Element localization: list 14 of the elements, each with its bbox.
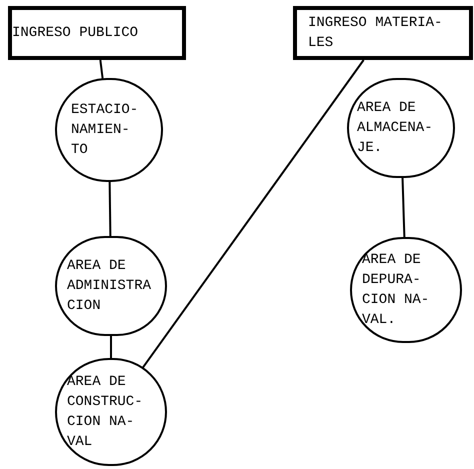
- connector-line: [110, 336, 112, 358]
- connector-line: [108, 182, 112, 236]
- node-label: ESTACIO- NAMIEN- TO: [71, 101, 140, 160]
- connector-line: [142, 59, 364, 368]
- entrance-box: [8, 6, 186, 60]
- connector-line: [99, 60, 104, 78]
- node-label: INGRESO MATERIA- LES: [308, 14, 444, 53]
- node-label: AREA DE CONSTRUC- CION NA- VAL: [67, 373, 144, 452]
- node-label: AREA DE ADMINISTRA CION: [67, 257, 152, 316]
- node-label: AREA DE ALMACENA- JE.: [357, 99, 434, 158]
- entrance-box: [293, 6, 473, 60]
- connector-line: [402, 178, 406, 238]
- node-label: AREA DE DEPURA- CION NA- VAL.: [362, 251, 430, 330]
- node-label: INGRESO PUBLICO: [12, 24, 140, 43]
